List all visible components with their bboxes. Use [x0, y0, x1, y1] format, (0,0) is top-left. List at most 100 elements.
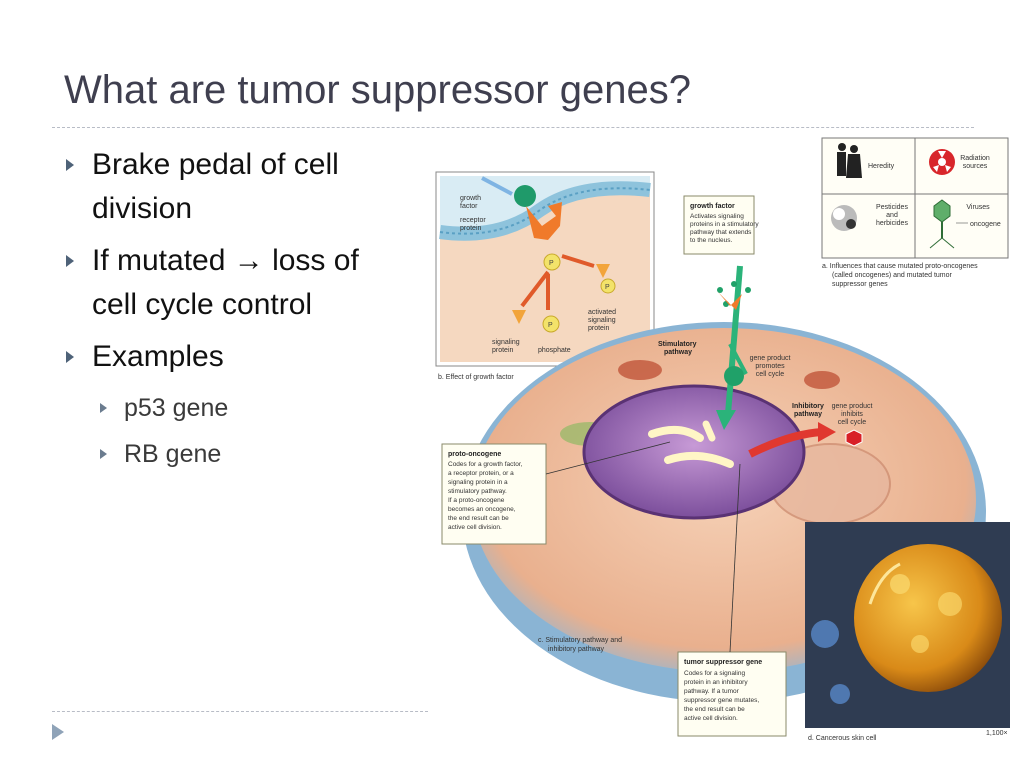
svg-text:signaling protein in a: signaling protein in a [448, 479, 508, 486]
cell-diagram: Heredity Radiation sources Pesticides an… [435, 137, 1010, 742]
panel-a-caption-1: a. Influences that cause mutated proto-o… [822, 263, 978, 270]
svg-text:protein in an inhibitory: protein in an inhibitory [684, 679, 748, 686]
svg-text:the end result can be: the end result can be [684, 706, 745, 713]
svg-text:becomes an oncogene,: becomes an oncogene, [448, 506, 516, 513]
sub-bullet-item: RB gene [92, 431, 412, 477]
panel-b-caption: b. Effect of growth factor [438, 374, 514, 381]
signaling-protein-label-1: signaling [492, 339, 520, 346]
cell-figure: Heredity Radiation sources Pesticides an… [430, 134, 1014, 746]
sub-bullet-text: RB gene [124, 440, 222, 468]
svg-text:stimulatory pathway.: stimulatory pathway. [448, 488, 507, 495]
svg-text:pathway that extends: pathway that extends [690, 229, 752, 236]
activated-signaling-label-3: protein [588, 325, 610, 332]
pesticides-icon [831, 205, 857, 231]
svg-text:P: P [605, 284, 610, 291]
svg-text:to the nucleus.: to the nucleus. [690, 237, 732, 244]
virus-icon [929, 199, 955, 249]
sub-bullet-item: p53 gene [92, 385, 412, 431]
svg-text:P: P [549, 260, 554, 267]
svg-text:promotes: promotes [755, 363, 785, 370]
slide-title: What are tumor suppressor genes? [64, 68, 691, 112]
bullet-list: Brake pedal of cell division If mutated … [62, 143, 412, 485]
panel-c-caption-1: c. Stimulatory pathway and [538, 637, 622, 644]
radiation-label-1: Radiation [960, 155, 990, 162]
stimulatory-arrow [725, 265, 743, 415]
footer-divider [52, 711, 428, 712]
bullet-text: loss of cell cycle control [92, 244, 359, 321]
svg-text:inhibits: inhibits [841, 411, 863, 418]
bullet-text: Brake pedal of cell division [92, 148, 339, 225]
magnification-label: 1,100× [986, 730, 1008, 737]
svg-text:proteins in a stimulatory: proteins in a stimulatory [690, 221, 759, 228]
svg-text:Stimulatory: Stimulatory [658, 341, 697, 348]
bullet-item: Brake pedal of cell division [62, 143, 412, 231]
panel-d-caption: d. Cancerous skin cell [808, 735, 877, 742]
receptor-protein-label-2: protein [460, 225, 482, 232]
bullet-arrow-icon [66, 159, 74, 171]
next-slide-icon[interactable] [52, 724, 64, 740]
growth-factor-label-2: factor [460, 203, 478, 210]
sub-bullet-list: p53 gene RB gene [92, 385, 412, 477]
svg-text:pathway. If a tumor: pathway. If a tumor [684, 688, 740, 695]
receptor-protein-label-1: receptor [460, 217, 486, 224]
svg-text:P: P [548, 322, 553, 329]
radiation-icon [929, 149, 955, 175]
growth-factor-box [683, 195, 755, 255]
pesticides-label-2: and [886, 212, 898, 219]
panel-d: d. Cancerous skin cell 1,100× [805, 522, 1010, 742]
bullet-text: Examples [92, 340, 224, 373]
phosphate-label: phosphate [538, 347, 571, 354]
svg-text:tumor suppressor gene: tumor suppressor gene [684, 659, 762, 666]
inhibitory-arrow [748, 428, 823, 458]
svg-text:the end result can be: the end result can be [448, 515, 509, 522]
svg-text:active cell division.: active cell division. [448, 524, 502, 531]
svg-text:cell cycle: cell cycle [838, 419, 867, 426]
bullet-arrow-icon [66, 351, 74, 363]
stop-sign-icon [845, 429, 863, 447]
signaling-protein-label-2: protein [492, 347, 514, 354]
svg-text:If a proto-oncogene: If a proto-oncogene [448, 497, 505, 504]
panel-a-caption-2: (called oncogenes) and mutated tumor [832, 272, 953, 279]
viruses-label: Viruses [966, 204, 990, 211]
growth-factor-icon [514, 185, 536, 207]
svg-text:growth factor: growth factor [690, 203, 735, 210]
panel-a: Heredity Radiation sources Pesticides an… [821, 137, 1009, 288]
svg-text:Activates signaling: Activates signaling [690, 213, 744, 220]
radiation-label-2: sources [963, 163, 988, 170]
heredity-icon [837, 143, 862, 178]
svg-text:pathway: pathway [664, 349, 692, 356]
right-arrow-icon: → [233, 244, 264, 277]
svg-text:active cell division.: active cell division. [684, 715, 738, 722]
cancer-cell-icon [854, 544, 1002, 692]
bullet-item: If mutated → loss of cell cycle control [62, 239, 412, 327]
svg-text:suppressor gene mutates,: suppressor gene mutates, [684, 697, 759, 704]
pesticides-label-3: herbicides [876, 220, 908, 227]
proto-oncogene-box [441, 443, 547, 545]
svg-text:a receptor protein, or a: a receptor protein, or a [448, 470, 514, 477]
panel-b: P P P growth factor receptor protein act… [435, 171, 655, 381]
receptor-protein-icon [526, 202, 562, 240]
svg-text:Inhibitory: Inhibitory [792, 403, 824, 410]
svg-text:cell cycle: cell cycle [756, 371, 785, 378]
title-divider [52, 127, 974, 128]
heredity-label: Heredity [868, 163, 895, 170]
svg-text:proto-oncogene: proto-oncogene [448, 451, 501, 458]
tumor-suppressor-box [677, 651, 787, 737]
panel-a-caption-3: suppressor genes [832, 281, 888, 288]
bullet-item: Examples p53 gene RB gene [62, 335, 412, 477]
bullet-arrow-icon [66, 255, 74, 267]
sub-bullet-arrow-icon [100, 449, 107, 459]
panel-c-caption-2: inhibitory pathway [548, 646, 605, 653]
svg-text:Codes for a growth factor,: Codes for a growth factor, [448, 461, 523, 468]
activated-signaling-label-2: signaling [588, 317, 616, 324]
growth-factor-label-1: growth [460, 195, 481, 202]
pesticides-label-1: Pesticides [876, 204, 908, 211]
activated-signaling-label-1: activated [588, 309, 616, 316]
svg-text:pathway: pathway [794, 411, 822, 418]
gene-product-promotes-icon [724, 366, 744, 386]
sub-bullet-text: p53 gene [124, 394, 229, 422]
svg-text:gene product: gene product [832, 403, 873, 410]
oncogene-label: oncogene [970, 221, 1001, 228]
sub-bullet-arrow-icon [100, 403, 107, 413]
svg-text:Codes for a signaling: Codes for a signaling [684, 670, 745, 677]
